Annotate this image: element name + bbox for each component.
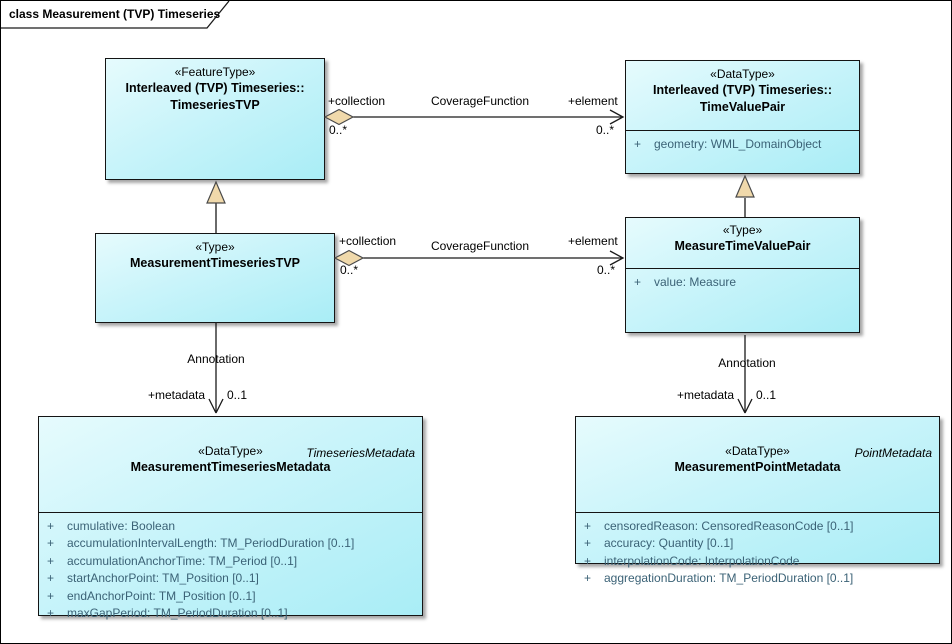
annotation-name-label: Annotation — [187, 352, 245, 366]
attribute-row: +endAnchorPoint: TM_Position [0..1] — [47, 588, 256, 603]
class-name-line: MeasurementTimeseriesMetadata — [130, 460, 331, 474]
role-label-collection: +collection — [339, 234, 397, 248]
role-label-collection: +collection — [328, 94, 386, 108]
class-header: «Type» MeasurementTimeseriesTVP — [96, 239, 334, 272]
role-label-metadata: +metadata — [147, 388, 205, 402]
annotation-name-label: Annotation — [718, 356, 776, 370]
stereotype-label: «Type» — [722, 223, 763, 237]
attributes-compartment: +cumulative: Boolean +accumulationInterv… — [39, 512, 422, 622]
stereotype-label: «DataType» — [725, 444, 790, 458]
attribute-row: +censoredReason: CensoredReasonCode [0..… — [584, 519, 854, 533]
stereotype-label: «FeatureType» — [174, 65, 256, 79]
role-label-element: +element — [568, 234, 618, 248]
class-name-line: TimeValuePair — [699, 100, 786, 114]
class-name-line: Interleaved (TVP) Timeseries:: — [125, 81, 305, 95]
attributes-compartment: +value: Measure — [626, 268, 859, 291]
stereotype-label: «DataType» — [710, 67, 775, 81]
class-name-line: MeasureTimeValuePair — [674, 239, 811, 253]
multiplicity-label: 0..* — [340, 263, 359, 277]
multiplicity-label: 0..1 — [756, 388, 777, 402]
class-box-measurement-timeseries-tvp: «Type» MeasurementTimeseriesTVP — [95, 233, 335, 323]
multiplicity-label: 0..1 — [227, 388, 248, 402]
class-box-time-value-pair: «DataType» Interleaved (TVP) Timeseries:… — [625, 60, 860, 174]
class-name-line: Interleaved (TVP) Timeseries:: — [652, 83, 832, 97]
attribute-row: +maxGapPeriod: TM_PeriodDuration [0..1] — [47, 606, 288, 621]
stereotype-label: «Type» — [195, 240, 235, 254]
diagram-title: class Measurement (TVP) Timeseries — [9, 7, 221, 21]
class-header: «FeatureType» Interleaved (TVP) Timeseri… — [106, 64, 324, 114]
attribute-row: +accumulationAnchorTime: TM_Period [0..1… — [47, 553, 298, 568]
classifier-tag-label: TimeseriesMetadata — [306, 446, 415, 460]
attribute-row: +geometry: WML_DomainObject — [634, 137, 822, 151]
class-header: PointMetadata «DataType» MeasurementPoin… — [576, 443, 939, 512]
attribute-row: +accuracy: Quantity [0..1] — [584, 536, 734, 551]
class-box-measurement-timeseries-metadata: TimeseriesMetadata «DataType» Measuremen… — [38, 416, 423, 620]
class-header: TimeseriesMetadata «DataType» Measuremen… — [39, 443, 422, 512]
class-box-measurement-point-metadata: PointMetadata «DataType» MeasurementPoin… — [575, 416, 940, 585]
attributes-compartment: +geometry: WML_DomainObject — [626, 130, 859, 153]
association-name-label: CoverageFunction — [430, 94, 530, 108]
class-box-measure-time-value-pair: «Type» MeasureTimeValuePair +value: Meas… — [625, 217, 860, 333]
attribute-row: +aggregationDuration: TM_PeriodDuration … — [584, 571, 854, 586]
class-box-timeseries-tvp: «FeatureType» Interleaved (TVP) Timeseri… — [105, 58, 325, 180]
attribute-row: +cumulative: Boolean — [47, 519, 176, 533]
classifier-tag-label: PointMetadata — [854, 446, 932, 460]
attribute-row: +startAnchorPoint: TM_Position [0..1] — [47, 571, 259, 586]
attribute-row: +value: Measure — [634, 275, 737, 289]
class-name-line: TimeseriesTVP — [170, 98, 260, 112]
class-header: «Type» MeasureTimeValuePair — [626, 222, 859, 268]
role-label-metadata: +metadata — [676, 388, 734, 402]
multiplicity-label: 0..* — [597, 263, 616, 277]
multiplicity-label: 0..* — [329, 123, 348, 137]
stereotype-label: «DataType» — [198, 444, 263, 458]
role-label-element: +element — [568, 94, 618, 108]
attribute-row: +accumulationIntervalLength: TM_PeriodDu… — [47, 536, 355, 551]
multiplicity-label: 0..* — [596, 123, 615, 137]
association-name-label: CoverageFunction — [430, 239, 530, 253]
attribute-row: +interpolationCode: InterpolationCode — [584, 553, 800, 568]
class-name-line: MeasurementTimeseriesTVP — [130, 256, 300, 270]
class-header: «DataType» Interleaved (TVP) Timeseries:… — [626, 66, 859, 130]
attributes-compartment: +censoredReason: CensoredReasonCode [0..… — [576, 512, 939, 588]
class-name-line: MeasurementPointMetadata — [674, 460, 841, 474]
